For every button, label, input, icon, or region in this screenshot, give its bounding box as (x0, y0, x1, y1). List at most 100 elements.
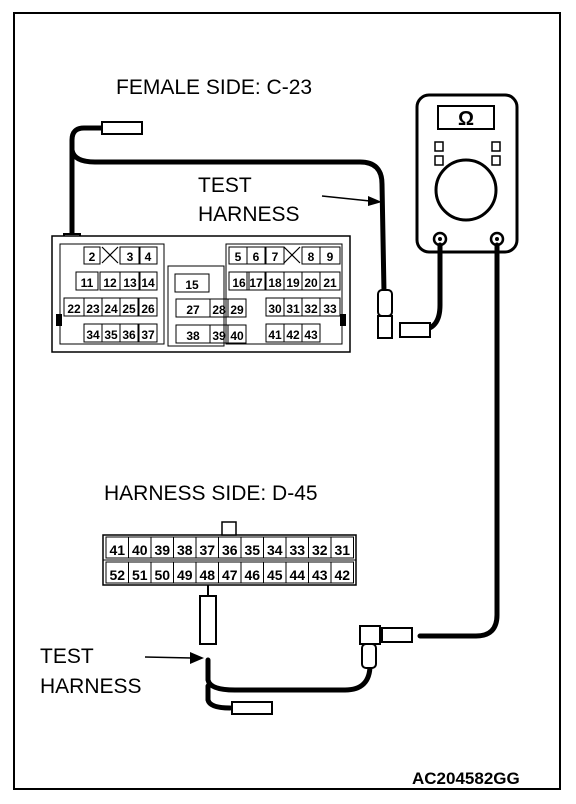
pin-cell (319, 297, 341, 317)
pin-cell (227, 298, 247, 318)
pin-cell (138, 271, 158, 291)
pin-cell (330, 561, 354, 584)
pin-cell (265, 246, 285, 265)
pin-number: 16 (232, 276, 246, 290)
pin-number: 30 (268, 302, 282, 316)
pin-number: 23 (86, 302, 100, 316)
female-side-title: FEMALE SIDE: C-23 (116, 76, 312, 99)
pin-number: 28 (212, 303, 226, 317)
harness-side-title: HARNESS SIDE: D-45 (104, 482, 318, 505)
pin-cell (319, 271, 341, 291)
pin-number: 43 (312, 567, 328, 583)
pin-number: 7 (272, 250, 279, 264)
pin-number: 36 (222, 542, 238, 558)
empty-cavity-marks (101, 246, 301, 264)
pin-number: 5 (235, 250, 242, 264)
test-harness-bottom-line2: HARNESS (40, 675, 142, 698)
pin-number: 43 (304, 328, 318, 342)
pin-number: 50 (154, 567, 170, 583)
pin-number: 18 (268, 276, 282, 290)
probe-pin-harness (199, 578, 217, 645)
alligator-clip-bottom (359, 625, 413, 669)
ohmmeter-icon: Ω (415, 93, 519, 254)
pin-number: 17 (249, 276, 263, 290)
pin-number: 22 (67, 302, 81, 316)
pin-number: 31 (334, 542, 350, 558)
wires (69, 125, 500, 711)
pin-number: 12 (103, 276, 117, 290)
figure-frame (13, 12, 561, 790)
pin-cell (319, 246, 341, 265)
test-harness-top-line1: TEST (198, 174, 252, 197)
pin-number: 21 (323, 276, 337, 290)
pin-number: 41 (268, 328, 282, 342)
pin-number: 19 (286, 276, 300, 290)
pin-cell (138, 297, 158, 317)
pin-number: 35 (104, 328, 118, 342)
pin-cell (119, 297, 139, 317)
probe-plug-top (101, 121, 143, 135)
pin-number: 13 (123, 276, 137, 290)
pin-number: 47 (222, 567, 238, 583)
pin-number: 39 (154, 542, 170, 558)
pin-cell (138, 246, 158, 265)
arrow-bottom-label (144, 652, 204, 664)
pin-number: 48 (199, 567, 215, 583)
pin-number: 25 (122, 302, 136, 316)
pin-cell (228, 271, 250, 291)
figure-code: AC204582GG (412, 769, 520, 788)
pin-number: 3 (127, 250, 134, 264)
pin-number: 36 (122, 328, 136, 342)
pin-number: 26 (141, 302, 155, 316)
pin-number: 32 (312, 542, 328, 558)
pin-cell (119, 271, 141, 291)
pin-number: 24 (104, 302, 118, 316)
pin-number: 20 (304, 276, 318, 290)
test-harness-bottom-line1: TEST (40, 645, 94, 668)
pin-cell (301, 323, 321, 343)
female-connector-c23 (51, 235, 351, 353)
pin-number: 45 (267, 567, 283, 583)
pin-cell (174, 273, 210, 293)
pin-number: 37 (141, 328, 155, 342)
pin-number: 40 (230, 329, 244, 343)
pin-number: 35 (244, 542, 260, 558)
pin-cell (119, 246, 141, 265)
probe-plug-bottom (231, 701, 273, 715)
pin-number: 51 (132, 567, 148, 583)
pin-number: 11 (81, 276, 94, 290)
pin-cell (119, 323, 139, 343)
pin-number: 34 (86, 328, 100, 342)
pin-cell (75, 271, 99, 291)
pin-number: 42 (286, 328, 300, 342)
pin-number: 27 (186, 303, 200, 317)
pin-cell (227, 324, 247, 344)
pin-number: 32 (304, 302, 318, 316)
pin-cell (83, 246, 101, 265)
pin-number: 14 (141, 276, 155, 290)
pin-number: 33 (289, 542, 305, 558)
pin-number: 2 (89, 250, 96, 264)
harness-connector-d45 (102, 521, 357, 586)
pin-number: 8 (308, 250, 315, 264)
pin-number: 15 (185, 278, 199, 292)
test-harness-top-line2: HARNESS (198, 203, 300, 226)
pin-number: 38 (186, 329, 200, 343)
pin-number: 37 (199, 542, 215, 558)
pin-cell (246, 271, 266, 291)
pin-number: 9 (327, 250, 334, 264)
pin-number: 41 (109, 542, 125, 558)
pin-number: 31 (286, 302, 300, 316)
pin-number: 38 (177, 542, 193, 558)
pin-number: 42 (334, 567, 350, 583)
pin-number: 44 (289, 567, 305, 583)
pin-number: 40 (132, 542, 148, 558)
pin-number: 6 (253, 250, 260, 264)
alligator-clip-top (377, 289, 431, 339)
pin-number: 39 (212, 329, 226, 343)
pin-number: 49 (177, 567, 193, 583)
pin-cell (246, 246, 266, 265)
